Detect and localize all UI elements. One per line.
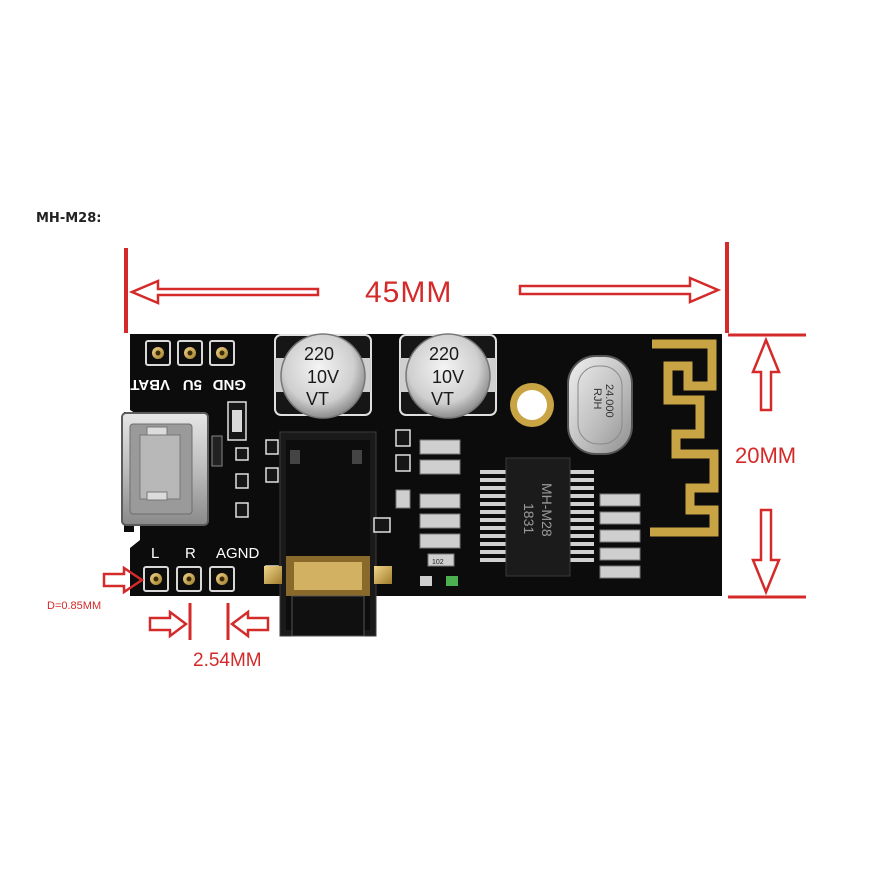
smd-resistors-right xyxy=(599,493,641,579)
capacitor-1-value: 220 xyxy=(304,344,334,364)
height-dimension-label: 20MM xyxy=(735,443,797,468)
chip-code: 1831 xyxy=(521,503,537,534)
dimension-pitch-markers xyxy=(148,603,270,640)
width-arrow-left xyxy=(128,279,320,305)
top-pin-labels: GND 5U VBAT xyxy=(130,376,246,393)
pitch-arrow-left xyxy=(229,609,270,639)
mounting-hole xyxy=(510,383,554,427)
main-ic-chip: MH-M28 1831 xyxy=(480,457,594,577)
pin-label-r: R xyxy=(185,545,196,562)
micro-usb-port xyxy=(121,412,209,526)
capacitor-2-value: 220 xyxy=(429,344,459,364)
pitch-arrow-right xyxy=(148,609,189,639)
pin-label-5u: 5U xyxy=(183,376,202,393)
dimension-height-markers xyxy=(728,333,806,599)
pin-pitch-label: 2.54MM xyxy=(193,650,262,671)
bottom-pin-header: L R AGND xyxy=(143,545,260,592)
smd-resistors-center: 102 xyxy=(395,429,461,586)
capacitor-2-series: VT xyxy=(431,389,454,409)
width-arrow-right xyxy=(518,276,722,304)
height-arrow-down xyxy=(751,508,781,596)
dimension-width-markers xyxy=(124,242,729,333)
model-caption: MH-M28: xyxy=(36,211,102,226)
pin-label-vbat: VBAT xyxy=(130,376,170,393)
capacitor-2-voltage: 10V xyxy=(432,367,464,387)
chip-model: MH-M28 xyxy=(539,483,555,537)
pin-label-agnd: AGND xyxy=(216,545,260,562)
pin-diameter-label: D=0.85MM xyxy=(47,600,102,612)
capacitor-1-voltage: 10V xyxy=(307,367,339,387)
pin-label-gnd: GND xyxy=(213,376,247,393)
height-arrow-up xyxy=(751,336,781,412)
crystal-brand: RJH xyxy=(591,388,603,409)
top-pin-header xyxy=(145,340,235,366)
diameter-arrow xyxy=(102,565,145,595)
crystal-oscillator: RJH 24.000 xyxy=(567,355,633,455)
crystal-frequency: 24.000 xyxy=(603,384,615,418)
resistor-code: 102 xyxy=(432,559,444,566)
pin-label-l: L xyxy=(151,545,159,562)
capacitor-2: 220 10V VT xyxy=(399,333,497,419)
capacitor-1-series: VT xyxy=(306,389,329,409)
audio-jack xyxy=(264,431,392,637)
capacitor-1: 220 10V VT xyxy=(274,333,372,419)
pcb-antenna-trace xyxy=(650,339,719,537)
width-dimension-label: 45MM xyxy=(365,276,453,309)
dimension-diameter-marker xyxy=(102,565,145,595)
